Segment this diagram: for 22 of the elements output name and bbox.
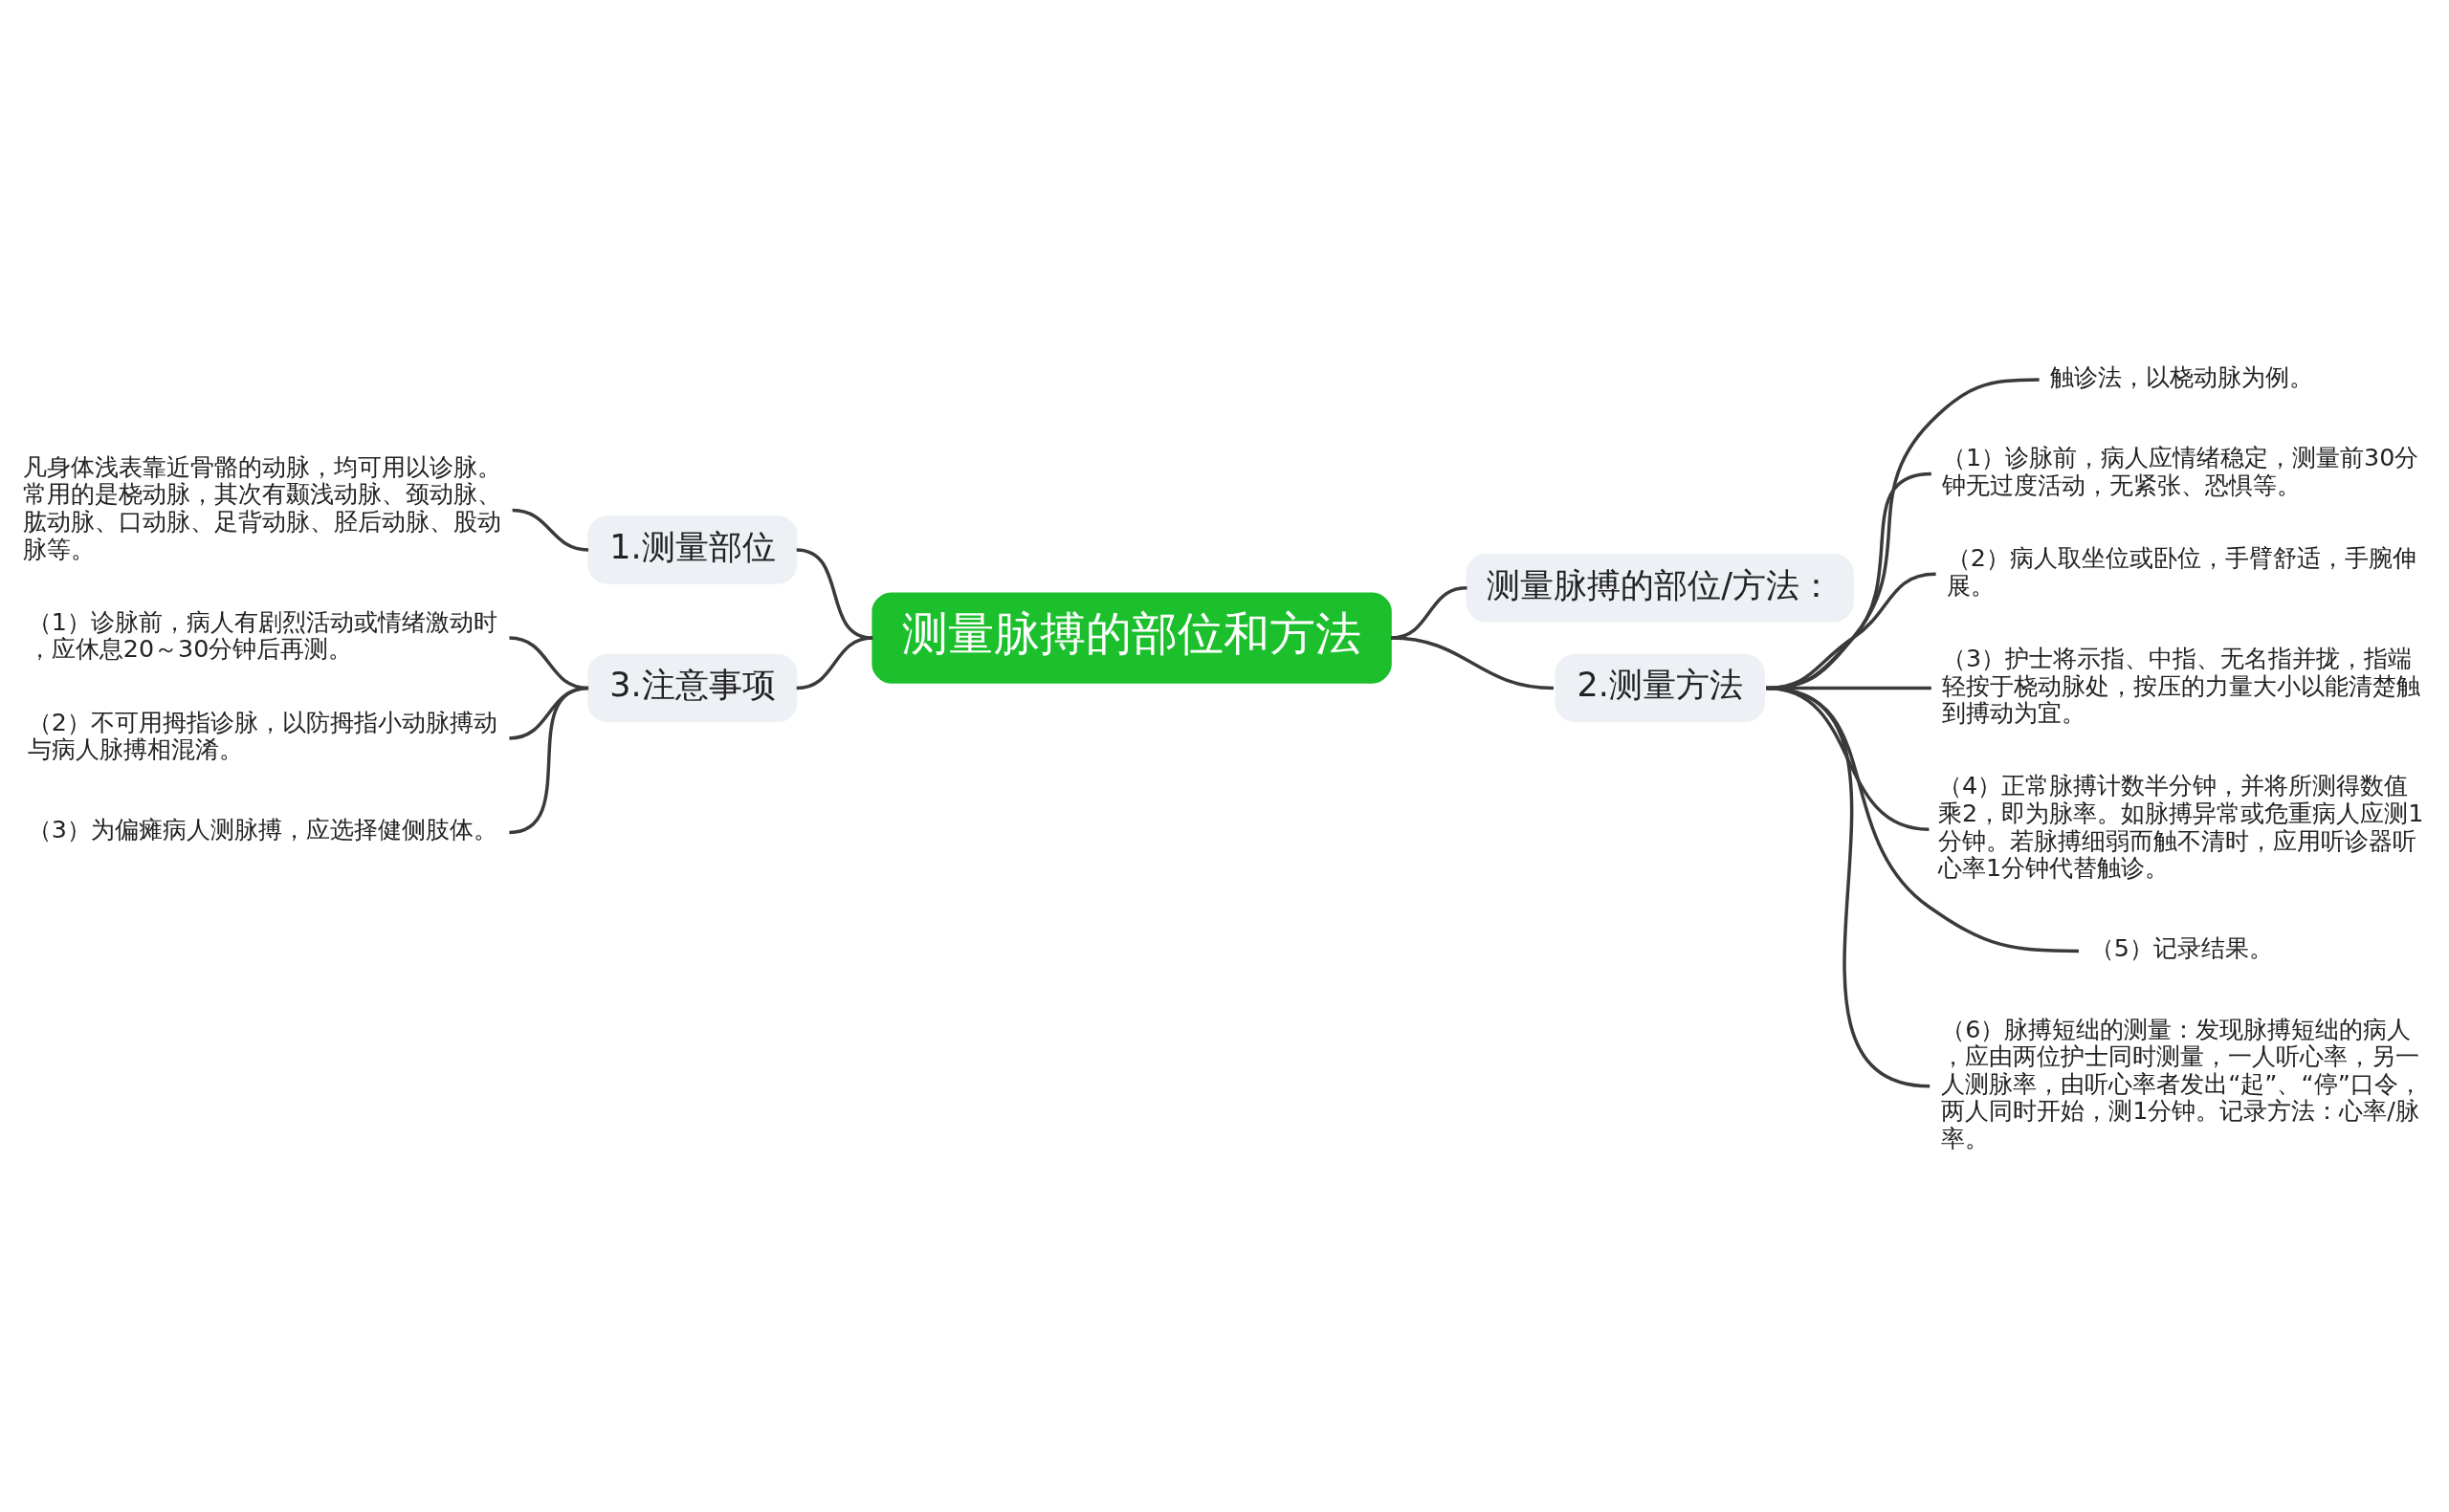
connector [512,508,589,552]
node-text: （2）病人取坐位或卧位，手臂舒适，手腕伸展。 [1946,542,2416,600]
node-text: 触诊法，以桡动脉为例。 [2049,362,2313,391]
connector [509,686,589,834]
connector [1390,635,1555,690]
node-text: （5）记录结果。 [2089,932,2274,962]
node-text: 凡身体浅表靠近骨骼的动脉，均可用以诊脉。常用的是桡动脉，其次有颞浅动脉、颈动脉、肱动脉、口动脉、足背动脉、胫后动脉、股动脉等。 [22,451,501,563]
node-text: （1）诊脉前，病人应情绪稳定，测量前30分钟无过度活动，无紧张、恐惧等。 [1941,442,2419,499]
node-text: （4）正常脉搏计数半分钟，并将所测得数值乘2，即为脉率。如脉搏异常或危重病人应测1分钟。若脉搏细弱而触不清时，应用听诊器听心率1分钟代替触诊。 [1937,770,2424,882]
node-text: （1）诊脉前，病人有剧烈活动或情绪激动时，应休息20～30分钟后再测。 [27,606,497,663]
node-box: 1.测量部位 [587,515,798,584]
node-box: 2.测量方法 [1555,653,1765,722]
node-text: （3）护士将示指、中指、无名指并拢，指端轻按于桡动脉处，按压的力量大小以能清楚触到搏动为宜。 [1941,643,2420,727]
node-box: 测量脉搏的部位/方法： [1466,553,1854,622]
connector [796,635,873,690]
node-box: 3.注意事项 [587,653,798,722]
node-text: （3）为偏瘫病人测脉搏，应选择健侧肢体。 [27,814,497,844]
node-box: 测量脉搏的部位和方法 [871,591,1392,684]
connector [1766,686,1931,1087]
node-text: （2）不可用拇指诊脉，以防拇指小动脉搏动与病人脉搏相混淆。 [27,707,497,763]
node-text: （6）脉搏短绌的测量：发现脉搏短绌的病人，应由两位护士同时测量，一人听心率，另一人测脉率，由听心率者发出“起”、“停”口令，两人同时开始，测1分钟。记录方法：心率/脉率。 [1941,1014,2422,1152]
connector [796,547,873,640]
